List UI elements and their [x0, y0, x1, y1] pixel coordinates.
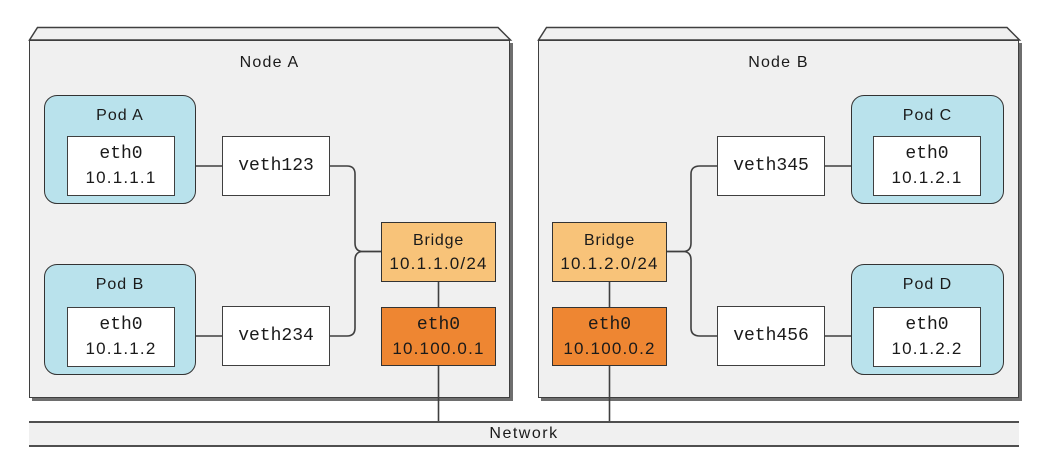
- network-bar: Network: [29, 421, 1019, 447]
- veth345-box: veth345: [717, 136, 825, 196]
- node-b-eth0-label: eth0: [587, 314, 632, 335]
- pod-d-label: Pod D: [902, 276, 953, 293]
- node-a-eth0-box: eth0 10.100.0.1: [381, 307, 496, 366]
- pod-b-label: Pod B: [95, 276, 145, 293]
- pod-c-ip: 10.1.2.1: [891, 168, 963, 187]
- pod-d-eth0-label: eth0: [905, 315, 949, 335]
- node-a-eth0-ip: 10.100.0.1: [392, 338, 485, 358]
- pod-c-label: Pod C: [902, 107, 953, 124]
- veth456-label: veth456: [733, 325, 809, 346]
- bridge-a-subnet: 10.1.1.0/24: [389, 254, 488, 273]
- veth123-label: veth123: [238, 155, 314, 176]
- pod-a-ip: 10.1.1.1: [85, 168, 157, 187]
- node-b-eth0-ip: 10.100.0.2: [563, 338, 656, 358]
- pod-c-eth0-label: eth0: [905, 144, 949, 164]
- node-b-label: Node B: [748, 54, 809, 71]
- veth123-box: veth123: [222, 136, 330, 196]
- veth234-label: veth234: [238, 325, 314, 346]
- bridge-a: Bridge 10.1.1.0/24: [381, 222, 496, 282]
- pod-a-eth0-box: eth0 10.1.1.1: [67, 136, 175, 196]
- node-a-eth0-label: eth0: [416, 314, 461, 335]
- bridge-b-subnet: 10.1.2.0/24: [560, 254, 659, 273]
- pod-a: Pod A eth0 10.1.1.1: [44, 95, 196, 204]
- veth234-box: veth234: [222, 306, 330, 366]
- node-a-top-face: [28, 26, 513, 41]
- veth456-box: veth456: [717, 306, 825, 366]
- node-a-label: Node A: [239, 54, 300, 71]
- pod-d-ip: 10.1.2.2: [891, 339, 963, 358]
- pod-b-eth0-label: eth0: [99, 315, 143, 335]
- network-label: Network: [489, 425, 559, 442]
- pod-b-ip: 10.1.1.2: [85, 339, 157, 358]
- node-b-top-face: [537, 26, 1022, 41]
- bridge-a-label: Bridge: [412, 232, 465, 249]
- pod-b-eth0-box: eth0 10.1.1.2: [67, 307, 175, 367]
- node-b-eth0-box: eth0 10.100.0.2: [552, 307, 667, 366]
- veth345-label: veth345: [733, 155, 809, 176]
- pod-a-label: Pod A: [96, 107, 144, 124]
- pod-d-eth0-box: eth0 10.1.2.2: [873, 307, 981, 367]
- pod-a-eth0-label: eth0: [99, 144, 143, 164]
- pod-c-eth0-box: eth0 10.1.2.1: [873, 136, 981, 196]
- bridge-b-label: Bridge: [583, 232, 636, 249]
- pod-c: Pod C eth0 10.1.2.1: [851, 95, 1004, 204]
- pod-d: Pod D eth0 10.1.2.2: [851, 264, 1004, 375]
- pod-b: Pod B eth0 10.1.1.2: [44, 264, 196, 375]
- bridge-b: Bridge 10.1.2.0/24: [552, 222, 667, 282]
